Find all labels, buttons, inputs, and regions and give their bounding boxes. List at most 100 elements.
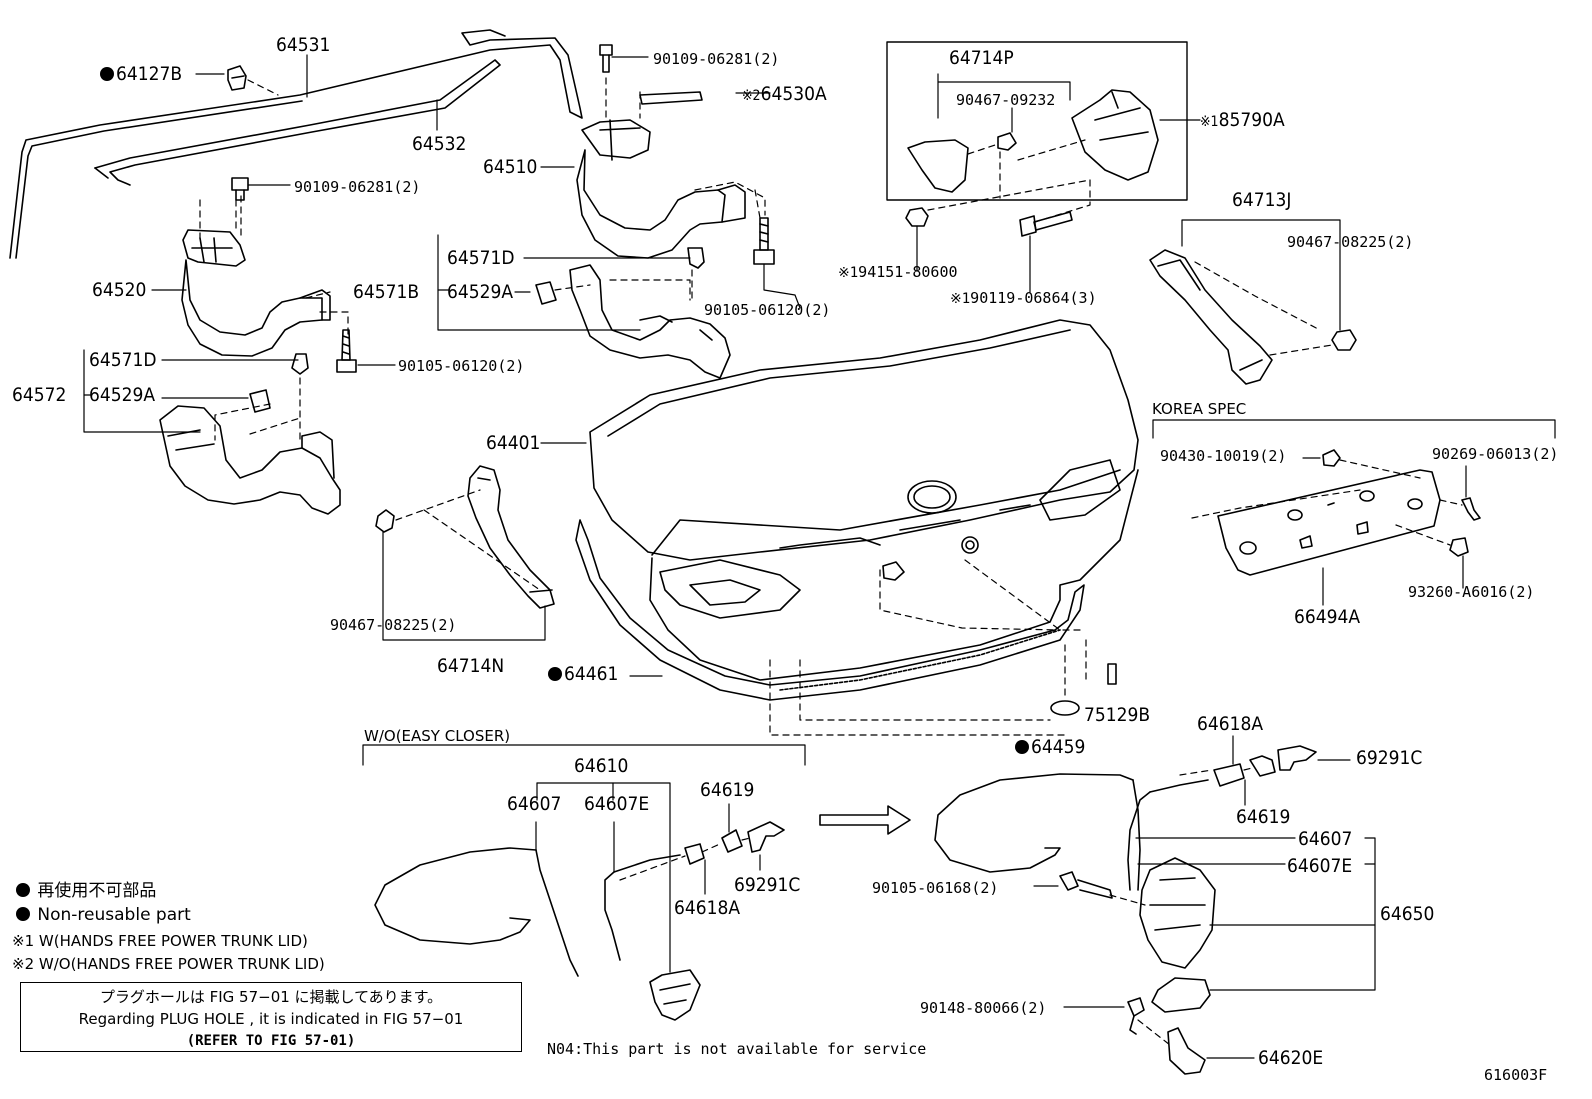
label-64529A-b: 64529A [89,384,156,406]
box-64714P-dashes [927,139,1091,223]
lock-dashes [1109,767,1253,1046]
bolt-90119 [1019,211,1073,293]
label-64607-left: 64607 [507,793,562,815]
label-64572: 64572 [12,384,67,406]
label-64610: 64610 [574,755,629,777]
label-64571D-a: 64571D [447,247,515,269]
lid-dashes [769,559,1087,736]
korea-spec-group [1152,419,1556,606]
leader-lines [151,54,438,291]
trunk-lid-64401 [575,319,1139,701]
part-64713J-dashes [1194,261,1333,356]
label-64618A-right: 64618A [1197,713,1264,735]
label-64461: 64461 [548,664,618,684]
korea-dashes [1191,459,1463,546]
ref-mark-1: ※1 [1200,114,1219,130]
label-90430-10019: 90430-10019(2) [1160,447,1287,465]
label-64459: 64459 [1015,737,1085,757]
ref-mark-1: ※1 [950,291,971,307]
legend-note-2: ※2 W/O(HANDS FREE POWER TRUNK LID) [12,955,325,973]
legend-dot [16,883,30,897]
label-64620E: 64620E [1258,1047,1324,1069]
label-75129B: 75129B [1084,704,1151,726]
label-64530A: ※264530A [742,84,827,106]
label-64529A-a: 64529A [447,281,514,303]
rod-64531 [9,29,583,259]
part-64714N [375,465,555,641]
label-64571B: 64571B [353,281,420,303]
label-64531: 64531 [276,34,331,56]
label-64714P: 64714P [949,47,1014,69]
part-64713J [1149,219,1357,385]
label-64650: 64650 [1380,903,1435,925]
label-90467-09232: 90467-09232 [956,91,1056,109]
label-90119-06864: ※190119-06864(3) [950,288,1097,309]
legend-jp-text: 再使用不可部品 [37,881,157,901]
figure-code: 616003F [1484,1066,1548,1084]
ref-mark-2: ※2 [742,88,761,104]
non-reusable-dot [548,667,562,681]
legend-non-reusable-en: Non-reusable part [16,904,191,926]
legend-note-1: ※1 W(HANDS FREE POWER TRUNK LID) [12,932,308,950]
note-line-en: Regarding PLUG HOLE , it is indicated in… [78,1010,464,1028]
label-64618A-left: 64618A [674,897,741,919]
easy-closer-group [362,744,806,1021]
bracket-64572-group [83,349,341,515]
hinge-64510-dashes [605,77,766,219]
label-64520: 64520 [92,279,147,301]
legend-dot [16,907,30,921]
note-line-jp: プラグホールは FIG 57−01 に掲載してあります。 [99,988,443,1006]
label-64619-right: 64619 [1236,806,1291,828]
label-64714N: 64714N [437,655,505,677]
label-64510: 64510 [483,156,538,178]
legend-non-reusable-jp: 再使用不可部品 [16,880,156,902]
label-94151-text: 94151-80600 [858,263,958,281]
bracket-lower-dashes [214,377,301,441]
part-64714N-dashes [395,489,541,591]
label-69291C-right: 69291C [1356,747,1423,769]
label-66494A: 66494A [1294,606,1361,628]
label-90119-text: 90119-06864(3) [970,289,1097,307]
header-korea-spec: KOREA SPEC [1152,400,1247,418]
plug-hole-note-box: プラグホールは FIG 57−01 に掲載してあります。 Regarding P… [20,982,522,1052]
lock-assembly-group [934,735,1351,1075]
label-90467-08225-b: 90467-08225(2) [330,616,457,634]
non-reusable-dot [100,67,114,81]
clip-75129B [1107,663,1117,685]
label-69291C-left: 69291C [734,874,801,896]
easy-closer-dashes [619,837,751,881]
label-64571D-b: 64571D [89,349,157,371]
label-64459-text: 64459 [1031,736,1086,758]
plug-64459 [1050,700,1080,716]
header-wo-easy-closer: W/O(EASY CLOSER) [364,727,511,745]
label-64530A-text: 64530A [760,83,827,105]
box-64714P [886,41,1201,201]
label-64127B-text: 64127B [116,63,183,85]
label-90109-a: 90109-06281(2) [653,50,780,68]
label-85790A-text: 85790A [1218,109,1285,131]
footer-note: N04:This part is not available for servi… [547,1040,927,1058]
non-reusable-dot [1015,740,1029,754]
label-64532: 64532 [412,133,467,155]
nut-94151 [905,207,929,271]
hinge-64520 [181,177,331,357]
label-90105-b: 90105-06120(2) [398,357,525,375]
label-64127B: 64127B [100,64,182,84]
bolt-90105-a [336,329,357,373]
lock-leader-lines [1033,837,1376,1059]
label-85790A: ※185790A [1200,110,1285,132]
bolt-90105-b [753,217,775,265]
label-64461-text: 64461 [564,663,619,685]
label-64607-right: 64607 [1298,828,1353,850]
bracket-upper-dashes [554,269,693,301]
label-64713J: 64713J [1232,189,1292,211]
label-94151-80600: ※194151-80600 [838,262,958,283]
rod-64532 [94,59,501,186]
label-93260-A6016: 93260-A6016(2) [1408,583,1535,601]
legend-en-text: Non-reusable part [37,905,191,925]
hinge-64510 [576,44,746,259]
label-64619-left: 64619 [700,779,755,801]
label-90467-08225-a: 90467-08225(2) [1287,233,1414,251]
bracket-64571B-group [437,234,731,379]
